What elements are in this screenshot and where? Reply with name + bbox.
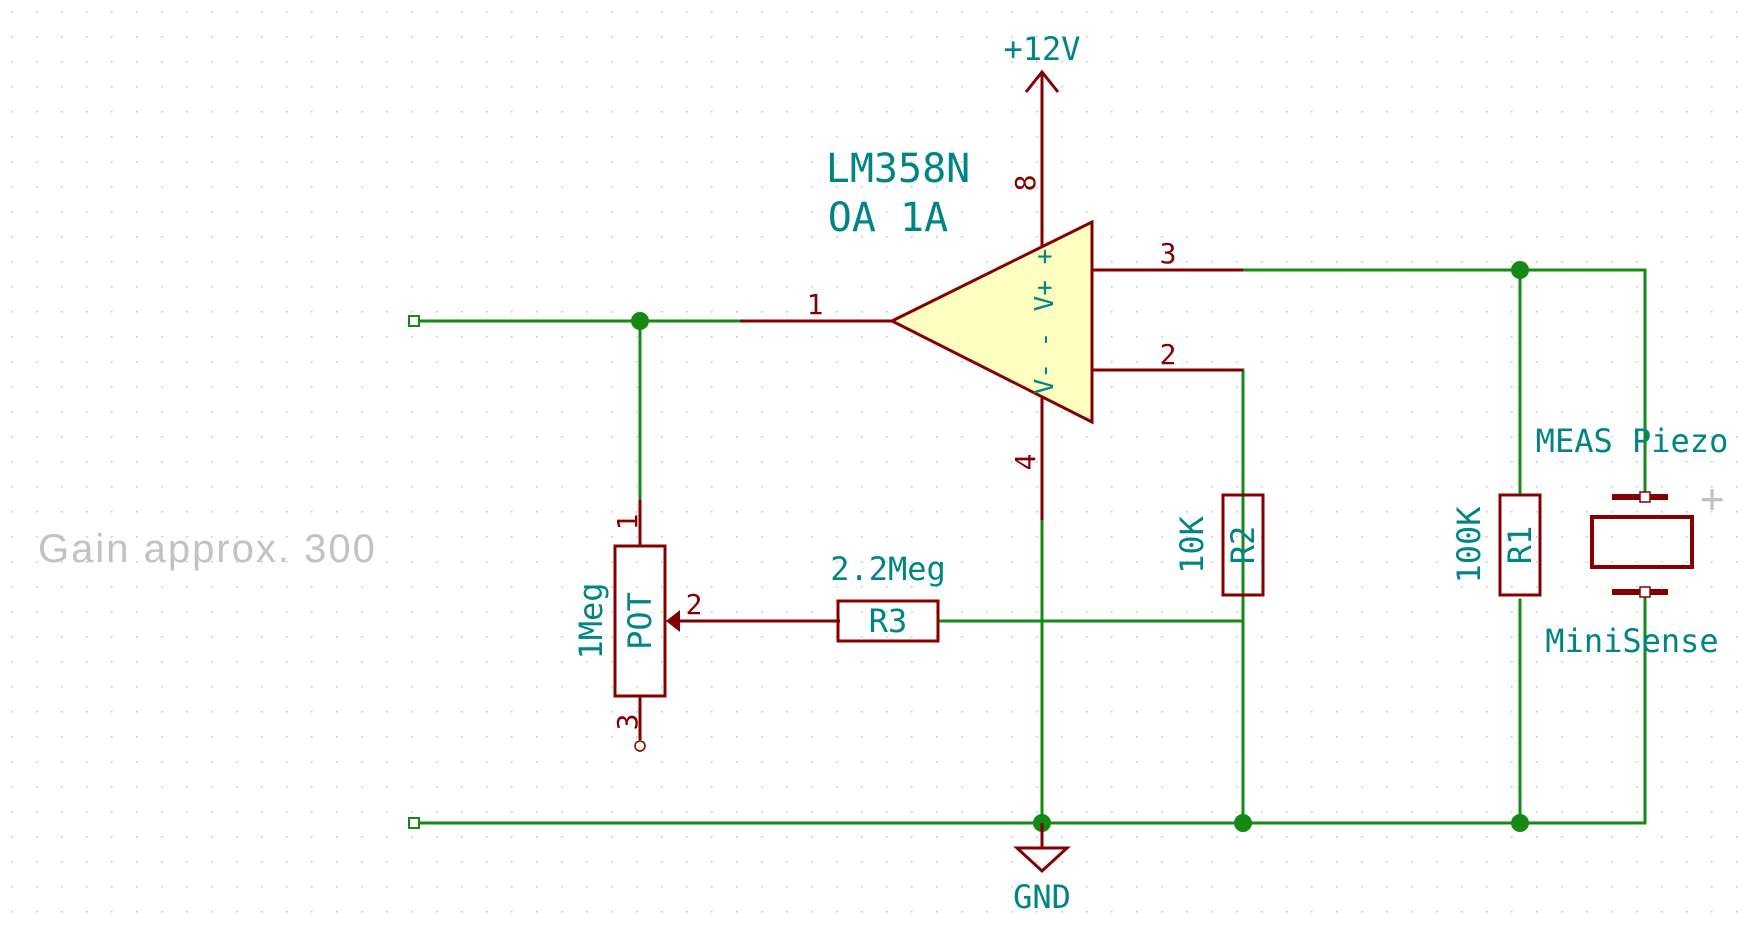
piezo-crystal — [1590, 515, 1694, 569]
r3-body — [836, 599, 940, 643]
connector-output[interactable] — [408, 315, 420, 327]
r1-ref-label: R1 — [1501, 526, 1539, 565]
pot-wiper-arrow-icon — [666, 610, 680, 632]
piezo-name-label: MEAS Piezo — [1536, 422, 1729, 460]
opamp-part-label: LM358N — [826, 146, 971, 192]
opamp-pin-inv-number: 2 — [1160, 338, 1177, 371]
ground-label: GND — [1013, 878, 1071, 916]
r3-value-label: 2.2Meg — [830, 550, 946, 588]
opamp-pin-out-number: 1 — [807, 288, 824, 321]
opamp-pin-vplus-number: 8 — [1009, 175, 1042, 192]
pot-ref-label: POT — [621, 592, 659, 650]
r1-value-label: 100K — [1450, 506, 1488, 584]
pot-pin1-number: 1 — [611, 514, 644, 531]
piezo-pin-bottom — [1639, 586, 1651, 598]
pot-pin3-end — [634, 740, 646, 752]
r3-ref-label: R3 — [869, 602, 908, 640]
r2-value-label: 10K — [1173, 515, 1211, 574]
power-12v[interactable]: +12V — [1003, 30, 1081, 93]
opamp-pin-vminus-number: 4 — [1009, 454, 1042, 471]
pot-pin2-number: 2 — [686, 588, 703, 621]
r2-ref-label: R2 — [1224, 526, 1262, 565]
piezo-plus-icon: + — [1700, 476, 1724, 522]
opamp-lm358n[interactable]: 1 3 2 8 4 V+ + V- - LM358N OA 1A — [740, 86, 1243, 520]
resistor-r1[interactable]: R1 100K — [1450, 493, 1542, 597]
connector-ground[interactable] — [408, 817, 420, 829]
junction-noninv — [1511, 261, 1529, 279]
junction-output — [631, 312, 649, 330]
power-label: +12V — [1003, 30, 1080, 68]
opamp-pin-noninv-number: 3 — [1160, 237, 1177, 270]
resistor-r2[interactable]: R2 10K — [1173, 493, 1265, 597]
opamp-vplus-label: V+ + — [1030, 249, 1060, 312]
opamp-body — [888, 219, 1094, 425]
pot-pin3-number: 3 — [611, 714, 644, 731]
resistor-r3[interactable]: R3 2.2Meg — [790, 550, 946, 643]
gain-note: Gain approx. 300 — [38, 527, 377, 571]
junction-gnd-r1 — [1511, 814, 1529, 832]
pot-value-label: 1Meg — [572, 582, 610, 659]
opamp-ref-label: OA 1A — [828, 195, 948, 241]
opamp-vminus-label: V- - — [1030, 332, 1060, 395]
r2-body — [1221, 493, 1265, 597]
potentiometer[interactable]: POT 1Meg 1 2 3 — [572, 500, 840, 752]
piezo-model-label: MiniSense — [1545, 622, 1718, 660]
piezo-pin-top — [1639, 491, 1651, 503]
ground-symbol[interactable]: GND — [1013, 823, 1071, 916]
junction-gnd-r2 — [1234, 814, 1252, 832]
ground-icon — [1013, 846, 1071, 874]
r1-body — [1498, 493, 1542, 597]
piezo-sensor[interactable]: + MEAS Piezo MiniSense — [1536, 422, 1729, 660]
